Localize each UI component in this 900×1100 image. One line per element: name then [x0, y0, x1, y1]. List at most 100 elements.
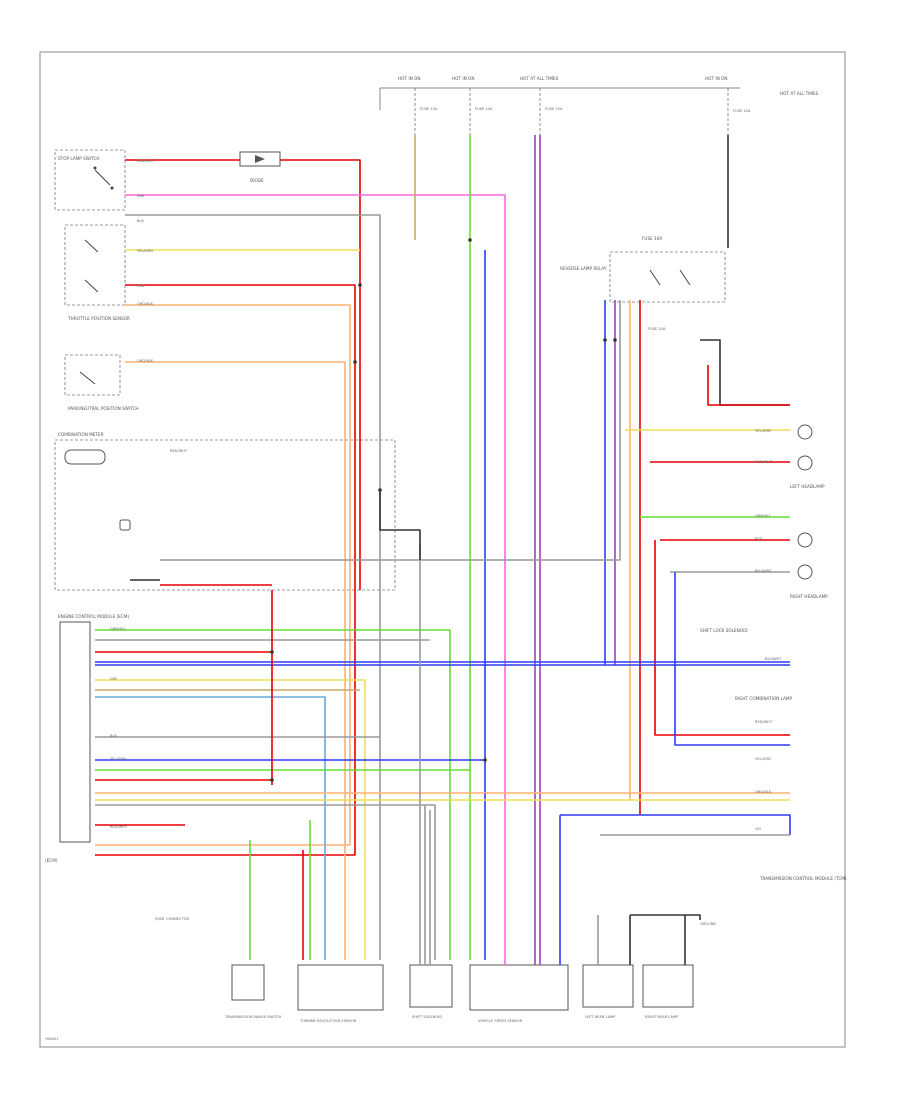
svg-text:(ECM): (ECM) [45, 858, 58, 863]
shift-solenoid [409, 964, 453, 1008]
svg-text:GRN/YEL: GRN/YEL [755, 514, 771, 518]
side-note: HOT AT ALL TIMES [780, 91, 819, 96]
right-rear-lamp [642, 964, 694, 1008]
svg-text:YEL/GRN: YEL/GRN [755, 429, 771, 433]
wire-red-24 [654, 540, 790, 736]
left-rear-lamp [582, 964, 634, 1008]
junction-dot [353, 360, 357, 364]
fuse-top-label-4: HOT IN ON [705, 76, 727, 81]
junction-dot [613, 338, 617, 342]
svg-text:TURBINE REVOLUTION SENSOR: TURBINE REVOLUTION SENSOR [299, 1019, 357, 1023]
svg-text:RED/WHT: RED/WHT [755, 720, 773, 724]
combination-meter: COMBINATION METER [54, 432, 396, 591]
svg-text:GRN/YEL: GRN/YEL [110, 627, 126, 631]
wire-gray-3 [125, 214, 381, 960]
svg-text:ORG/BLK: ORG/BLK [755, 790, 772, 794]
svg-text:RIGHT REAR LAMP: RIGHT REAR LAMP [645, 1015, 679, 1019]
svg-text:FUSE 10A: FUSE 10A [733, 109, 751, 113]
svg-text:VEHICLE SPEED SENSOR: VEHICLE SPEED SENSOR [478, 1019, 523, 1023]
wire-blue-45 [560, 814, 791, 835]
junction-dot [483, 758, 487, 762]
wire-layer [95, 135, 791, 965]
svg-text:THROTTLE POSITION SENSOR: THROTTLE POSITION SENSOR [67, 316, 130, 321]
svg-text:STOP LAMP SWITCH: STOP LAMP SWITCH [58, 156, 100, 161]
stop-lamp-switch: STOP LAMP SWITCH [54, 149, 126, 211]
lamp-icon [797, 455, 813, 471]
wire-red-19 [707, 365, 790, 406]
vehicle-speed-sensor [469, 964, 569, 1011]
bottom-components: TRANSMISSION RANGE SWITCH TURBINE REVOLU… [45, 917, 716, 1041]
junction-dot [270, 650, 274, 654]
svg-text:YEL/GRN: YEL/GRN [110, 757, 126, 761]
diagram-frame [39, 51, 846, 1048]
svg-text:LEFT REAR LAMP: LEFT REAR LAMP [585, 1015, 616, 1019]
wire-yellow-32 [95, 679, 366, 960]
svg-text:RED: RED [137, 284, 145, 288]
wire-ltblue-34 [95, 696, 326, 960]
lamp-icon [797, 532, 813, 548]
svg-text:ENGINE CONTROL MODULE (ECM): ENGINE CONTROL MODULE (ECM) [58, 614, 129, 619]
svg-text:BLU/WHT: BLU/WHT [755, 569, 772, 573]
fuse-3: FUSE 15A [539, 88, 563, 135]
top-power-bus [379, 87, 740, 110]
wire-blue-26 [674, 572, 790, 746]
svg-text:SHIFT SOLENOID: SHIFT SOLENOID [412, 1015, 442, 1019]
lamp-icon [797, 564, 813, 580]
wire-orange-6 [95, 304, 351, 846]
throttle-position-sensor: THROTTLE POSITION SENSOR [64, 224, 130, 321]
svg-text:VIO: VIO [755, 827, 762, 831]
svg-text:FUSE 15A: FUSE 15A [545, 107, 563, 111]
svg-text:JOINT CONNECTOR: JOINT CONNECTOR [154, 917, 189, 921]
svg-text:GROUND: GROUND [700, 922, 716, 926]
svg-text:RED: RED [755, 537, 763, 541]
svg-text:PARK/NEUTRAL POSITION SWITCH: PARK/NEUTRAL POSITION SWITCH [68, 406, 139, 411]
svg-text:ORG/BLK: ORG/BLK [137, 302, 154, 306]
svg-text:BLU/WHT: BLU/WHT [765, 657, 782, 661]
svg-text:PNK: PNK [137, 194, 145, 198]
svg-text:RIGHT HEADLAMP: RIGHT HEADLAMP [790, 594, 828, 599]
fuse-top-label-2: HOT IN ON [452, 76, 474, 81]
svg-text:FUSE 10A: FUSE 10A [642, 236, 662, 241]
fuse-top-label-1: HOT IN ON [398, 76, 420, 81]
park-neutral-switch: PARK/NEUTRAL POSITION SWITCH [64, 354, 139, 411]
svg-text:RED/WHT: RED/WHT [137, 159, 155, 163]
wire-code-labels: RED/WHT PNK BLK YEL/GRN RED ORG/BLK ORG/… [110, 159, 782, 831]
svg-text:REVERSE LAMP RELAY: REVERSE LAMP RELAY [560, 266, 607, 271]
svg-text:BLK: BLK [137, 219, 144, 223]
wire-gray-41 [95, 804, 436, 960]
ecm-module: ENGINE CONTROL MODULE (ECM) (ECM) [45, 614, 129, 863]
svg-text:TRANSMISSION RANGE SWITCH: TRANSMISSION RANGE SWITCH [224, 1015, 282, 1019]
svg-text:FUSE 10A: FUSE 10A [648, 327, 666, 331]
turbine-sensor [297, 964, 384, 1011]
svg-text:YEL/GRN: YEL/GRN [755, 757, 771, 761]
wire-red-5 [95, 284, 356, 856]
svg-text:SHIFT LOCK SOLENOID: SHIFT LOCK SOLENOID [700, 628, 748, 633]
svg-text:RED/WHT: RED/WHT [110, 825, 128, 829]
svg-text:ORG/BLK: ORG/BLK [137, 359, 154, 363]
svg-text:GRY: GRY [110, 677, 118, 681]
svg-text:COMBINATION METER: COMBINATION METER [58, 432, 104, 437]
svg-text:YEL/GRN: YEL/GRN [137, 249, 153, 253]
junction-dot [378, 488, 382, 492]
lamp-icon [797, 424, 813, 440]
fuse-6: FUSE 10A [648, 327, 666, 331]
wire-black-58 [630, 914, 701, 920]
fuse-4: FUSE 10A [727, 88, 751, 135]
fuse-2: FUSE 10A [469, 88, 493, 135]
svg-text:RIGHT COMBINATION LAMP: RIGHT COMBINATION LAMP [735, 696, 792, 701]
wire-red-1 [280, 159, 361, 590]
junction-dot [468, 238, 472, 242]
svg-text:TRANSMISSION CONTROL MODULE (T: TRANSMISSION CONTROL MODULE (TCM) [759, 876, 847, 881]
fuse-1: FUSE 10A [414, 88, 438, 135]
diode: DIODE [239, 151, 281, 183]
svg-text:RED/WHT: RED/WHT [170, 449, 188, 453]
wire-black-18 [700, 339, 790, 406]
wire-green-27 [95, 629, 451, 960]
fuse-group: HOT IN ON HOT IN ON HOT AT ALL TIMES HOT… [398, 76, 819, 135]
wire-orange-7 [125, 361, 346, 960]
svg-text:FUSE 10A: FUSE 10A [420, 107, 438, 111]
svg-text:FUSE 10A: FUSE 10A [475, 107, 493, 111]
svg-text:BLK: BLK [110, 734, 117, 738]
junction-dot [358, 283, 362, 287]
